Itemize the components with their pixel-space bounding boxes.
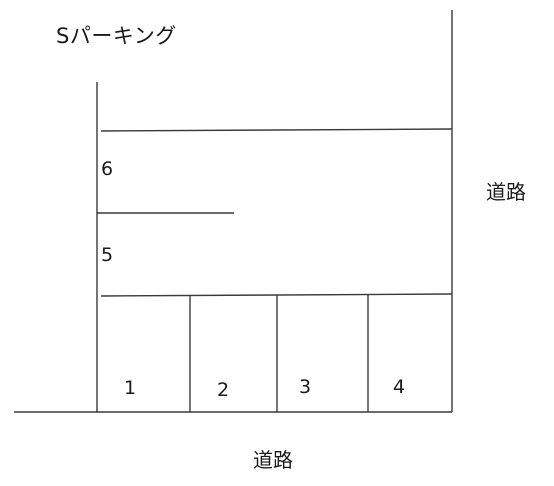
space-1-label: 1 [124, 377, 137, 399]
space-6-top-line [100, 128, 453, 132]
space-6-label: 6 [101, 158, 114, 180]
road-label-bottom: 道路 [253, 448, 293, 472]
space-4-label: 4 [393, 376, 406, 398]
space-2-label: 2 [217, 379, 230, 401]
space-5-label: 5 [101, 244, 114, 266]
space-3-label: 3 [299, 376, 312, 398]
parking-title: Sパーキング [56, 24, 177, 48]
road-label-right: 道路 [486, 180, 526, 204]
